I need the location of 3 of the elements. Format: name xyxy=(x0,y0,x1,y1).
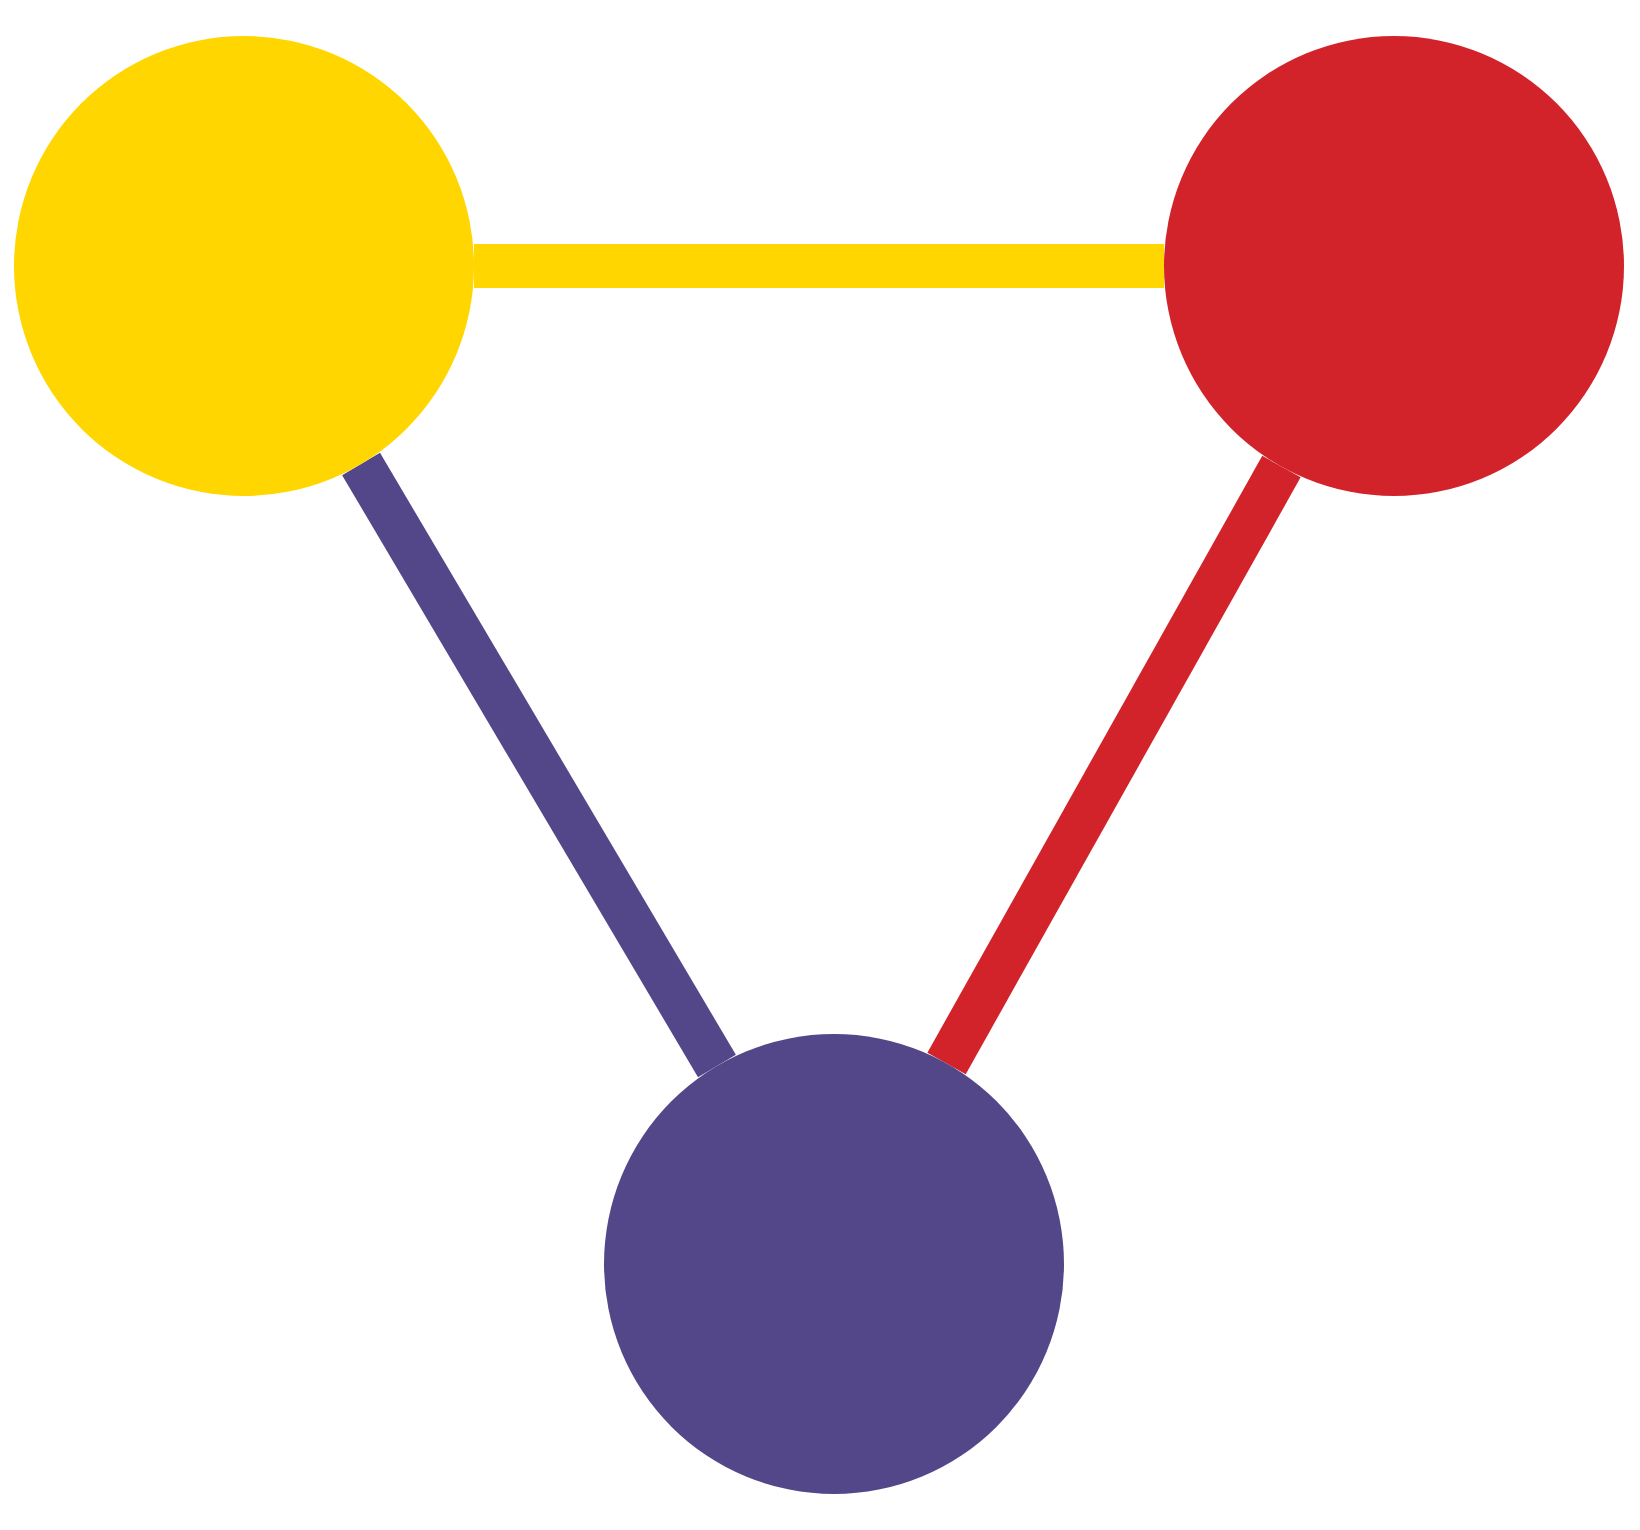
connector-line xyxy=(927,455,1301,1075)
connector-line xyxy=(342,452,736,1078)
connector-line xyxy=(474,244,1164,288)
